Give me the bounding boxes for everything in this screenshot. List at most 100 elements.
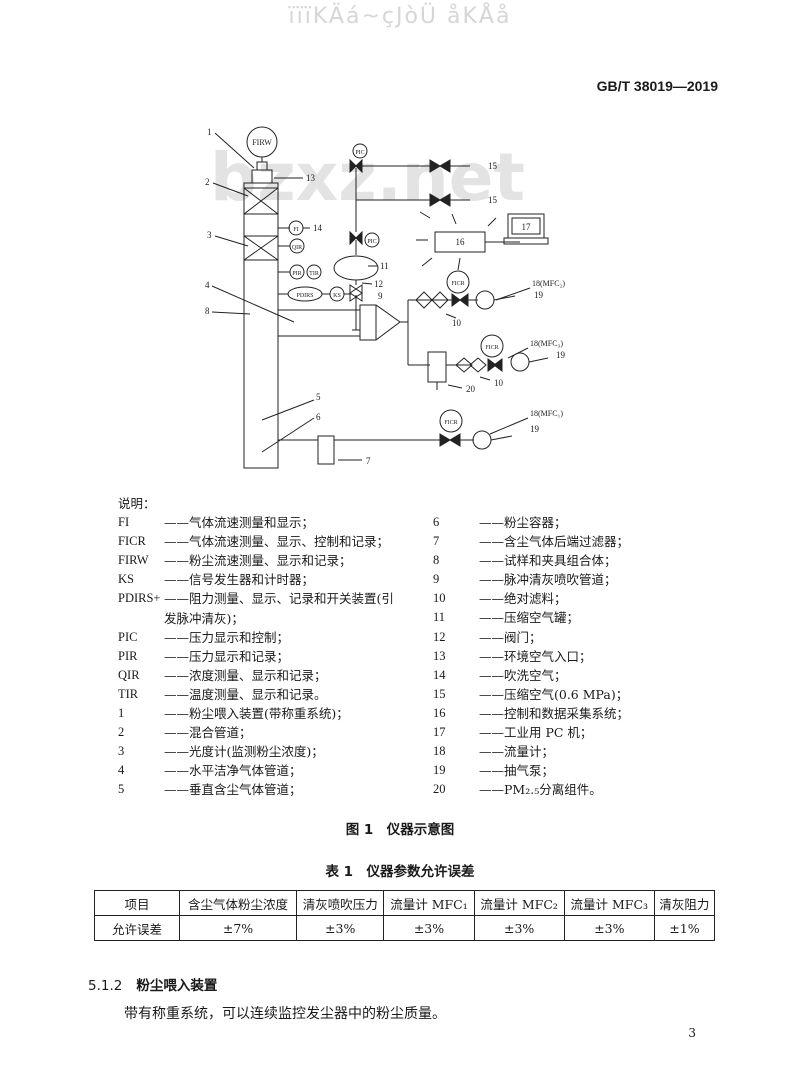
legend-item: 5——垂直含尘气体管道； xyxy=(118,782,302,798)
mixing-section xyxy=(243,187,279,215)
svg-text:19: 19 xyxy=(534,290,544,300)
table-row: 允许误差 ±7% ±3% ±3% ±3% ±3% ±1% xyxy=(94,915,716,941)
vertical-duct xyxy=(243,182,279,469)
figure-caption: 图 1 仪器示意图 xyxy=(345,822,455,838)
table-cell: ±3% xyxy=(295,915,385,941)
svg-text:6: 6 xyxy=(316,412,321,422)
svg-text:FICR: FICR xyxy=(485,345,498,351)
legend-item: 6——粉尘容器； xyxy=(433,515,567,530)
table-cell: ±3% xyxy=(563,915,655,941)
legend-item: 8——试样和夹具组合体； xyxy=(433,553,617,569)
svg-text:FICR: FICR xyxy=(444,420,457,426)
svg-text:PDIRS: PDIRS xyxy=(296,293,313,299)
svg-text:17: 17 xyxy=(522,222,532,232)
legend-item: 13——环境空气入口； xyxy=(433,648,592,664)
ficr2-gauge xyxy=(480,334,504,358)
svg-text:18(MFC₁): 18(MFC₁) xyxy=(530,409,563,418)
photometer-section xyxy=(243,235,279,261)
svg-text:14: 14 xyxy=(313,223,323,233)
table-cell: 流量计 MFC₁ xyxy=(383,890,475,916)
pm25-separator xyxy=(427,351,447,383)
table-cell: 流量计 MFC₂ xyxy=(473,890,565,916)
svg-text:4: 4 xyxy=(205,280,210,290)
svg-text:10: 10 xyxy=(494,378,504,388)
compressed-air-tank xyxy=(333,255,379,281)
legend-item: 17——工业用 PC 机； xyxy=(433,725,593,741)
table-cell: 项目 xyxy=(94,890,180,916)
table-cell: 允许误差 xyxy=(94,915,180,941)
table-header-row: 项目 含尘气体粉尘浓度 清灰喷吹压力 流量计 MFC₁ 流量计 MFC₂ 流量计… xyxy=(94,890,716,916)
legend-item: 12——阀门； xyxy=(433,629,542,645)
ficr1-gauge xyxy=(446,270,470,294)
svg-text:PIR: PIR xyxy=(292,271,301,277)
svg-text:2: 2 xyxy=(205,177,210,187)
legend-item: PIC——压力显示和控制； xyxy=(118,629,290,645)
legend-item: PIR——压力显示和记录； xyxy=(118,648,290,664)
legend-item: 11——压缩空气罐； xyxy=(433,610,580,626)
ficr3-gauge xyxy=(439,409,463,433)
standard-number: GB/T 38019—2019 xyxy=(596,78,718,94)
svg-text:19: 19 xyxy=(556,350,566,360)
table-cell: ±3% xyxy=(473,915,565,941)
legend-item: PDIRS+——阻力测量、显示、记录和开关装置(引发脉冲清灰)； xyxy=(118,591,394,626)
legend-title: 说明： xyxy=(118,496,156,511)
legend-item: 20——PM₂.₅分离组件。 xyxy=(433,782,602,798)
legend-item: FI——气体流速测量和显示； xyxy=(118,515,315,531)
section-title: 粉尘喂入装置 xyxy=(136,978,218,994)
svg-text:FI: FI xyxy=(293,227,298,233)
legend-item: 15——压缩空气(0.6 MPa)； xyxy=(433,686,629,702)
legend-right: 6——粉尘容器； 7——含尘气体后端过滤器； 8——试样和夹具组合体； 9——脉… xyxy=(433,513,709,799)
section-body: 带有称重系统，可以连续监控发尘器中的粉尘质量。 xyxy=(124,1006,446,1022)
legend-item: 10——绝对滤料； xyxy=(433,591,567,607)
svg-text:12: 12 xyxy=(374,279,383,289)
svg-text:8: 8 xyxy=(205,306,210,316)
legend-item: 3——光度计(监测粉尘浓度)； xyxy=(118,744,324,760)
svg-text:FICR: FICR xyxy=(451,281,464,287)
firw-tag: FIRW xyxy=(252,138,272,147)
svg-text:11: 11 xyxy=(380,261,389,271)
table-caption: 表 1 仪器参数允许误差 xyxy=(325,864,475,880)
qir-gauge xyxy=(289,238,305,254)
svg-text:10: 10 xyxy=(452,318,462,328)
legend-item: FIRW——粉尘流速测量、显示和记录； xyxy=(118,553,352,569)
svg-text:18(MFC₂): 18(MFC₂) xyxy=(532,279,565,288)
svg-text:PIC: PIC xyxy=(355,150,364,156)
table-cell: 清灰喷吹压力 xyxy=(295,890,385,916)
svg-text:15: 15 xyxy=(488,161,498,171)
table-cell: ±3% xyxy=(383,915,475,941)
pump-mfc2 xyxy=(475,290,495,310)
svg-text:9: 9 xyxy=(378,291,383,301)
page-number: 3 xyxy=(688,1026,696,1040)
legend-item: 18——流量计； xyxy=(433,744,555,760)
legend-item: FICR——气体流速测量、显示、控制和记录； xyxy=(118,534,390,550)
svg-text:18(MFC₃): 18(MFC₃) xyxy=(530,339,563,348)
svg-text:QIR: QIR xyxy=(292,245,302,251)
legend-item: 14——吹洗空气； xyxy=(433,667,567,683)
svg-text:19: 19 xyxy=(530,424,540,434)
table-cell: 含尘气体粉尘浓度 xyxy=(179,890,297,916)
svg-text:1: 1 xyxy=(207,127,212,137)
top-watermark: ïïïKÄá~çJòÜ åKÅå xyxy=(288,4,512,29)
legend-item: TIR——温度测量、显示和记录。 xyxy=(118,686,327,702)
table-cell: ±7% xyxy=(179,915,297,941)
pir-gauge xyxy=(289,264,305,280)
svg-text:20: 20 xyxy=(466,384,476,394)
tolerance-table: 项目 含尘气体粉尘浓度 清灰喷吹压力 流量计 MFC₁ 流量计 MFC₂ 流量计… xyxy=(94,890,716,941)
legend-item: 1——粉尘喂入装置(带称重系统)； xyxy=(118,706,349,722)
back-filter xyxy=(317,435,335,465)
pic-mid-gauge xyxy=(364,232,380,248)
table-cell: ±1% xyxy=(653,915,716,941)
svg-text:5: 5 xyxy=(316,392,321,402)
svg-text:7: 7 xyxy=(366,456,371,466)
legend-item: KS——信号发生器和计时器； xyxy=(118,572,315,588)
tir-gauge xyxy=(306,264,322,280)
legend-item: 19——抽气泵； xyxy=(433,763,555,779)
svg-text:TIR: TIR xyxy=(309,271,319,277)
svg-text:13: 13 xyxy=(306,173,316,183)
svg-text:16: 16 xyxy=(456,237,466,247)
svg-text:PIC: PIC xyxy=(367,239,376,245)
section-number: 5.1.2 xyxy=(88,978,123,994)
pic-top-gauge xyxy=(352,143,368,159)
legend-left: 说明： FI——气体流速测量和显示； FICR——气体流速测量、显示、控制和记录… xyxy=(118,494,404,800)
filter-sample-holder xyxy=(359,304,401,341)
